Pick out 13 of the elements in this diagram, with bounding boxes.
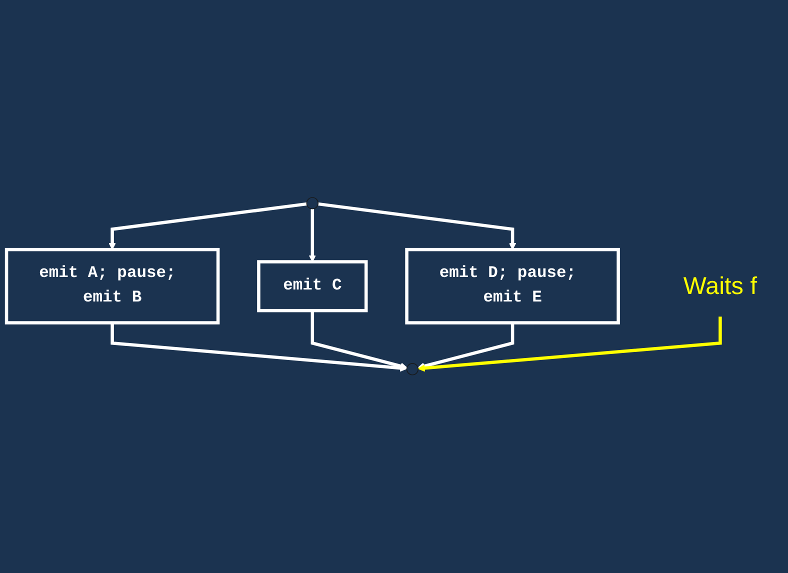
arrow xyxy=(308,209,316,262)
node-circle xyxy=(406,363,419,376)
node-text: Waits f xyxy=(683,273,758,300)
node-box: emit A; pause; emit B xyxy=(4,248,220,325)
arrow xyxy=(108,202,307,250)
arrow xyxy=(318,202,516,250)
arrow xyxy=(110,323,408,372)
node-box: emit C xyxy=(257,260,368,313)
arrow xyxy=(310,310,408,370)
arrow xyxy=(418,323,514,370)
node-box: emit D; pause; emit E xyxy=(405,248,620,325)
arrow xyxy=(418,317,722,372)
node-circle xyxy=(306,197,319,210)
